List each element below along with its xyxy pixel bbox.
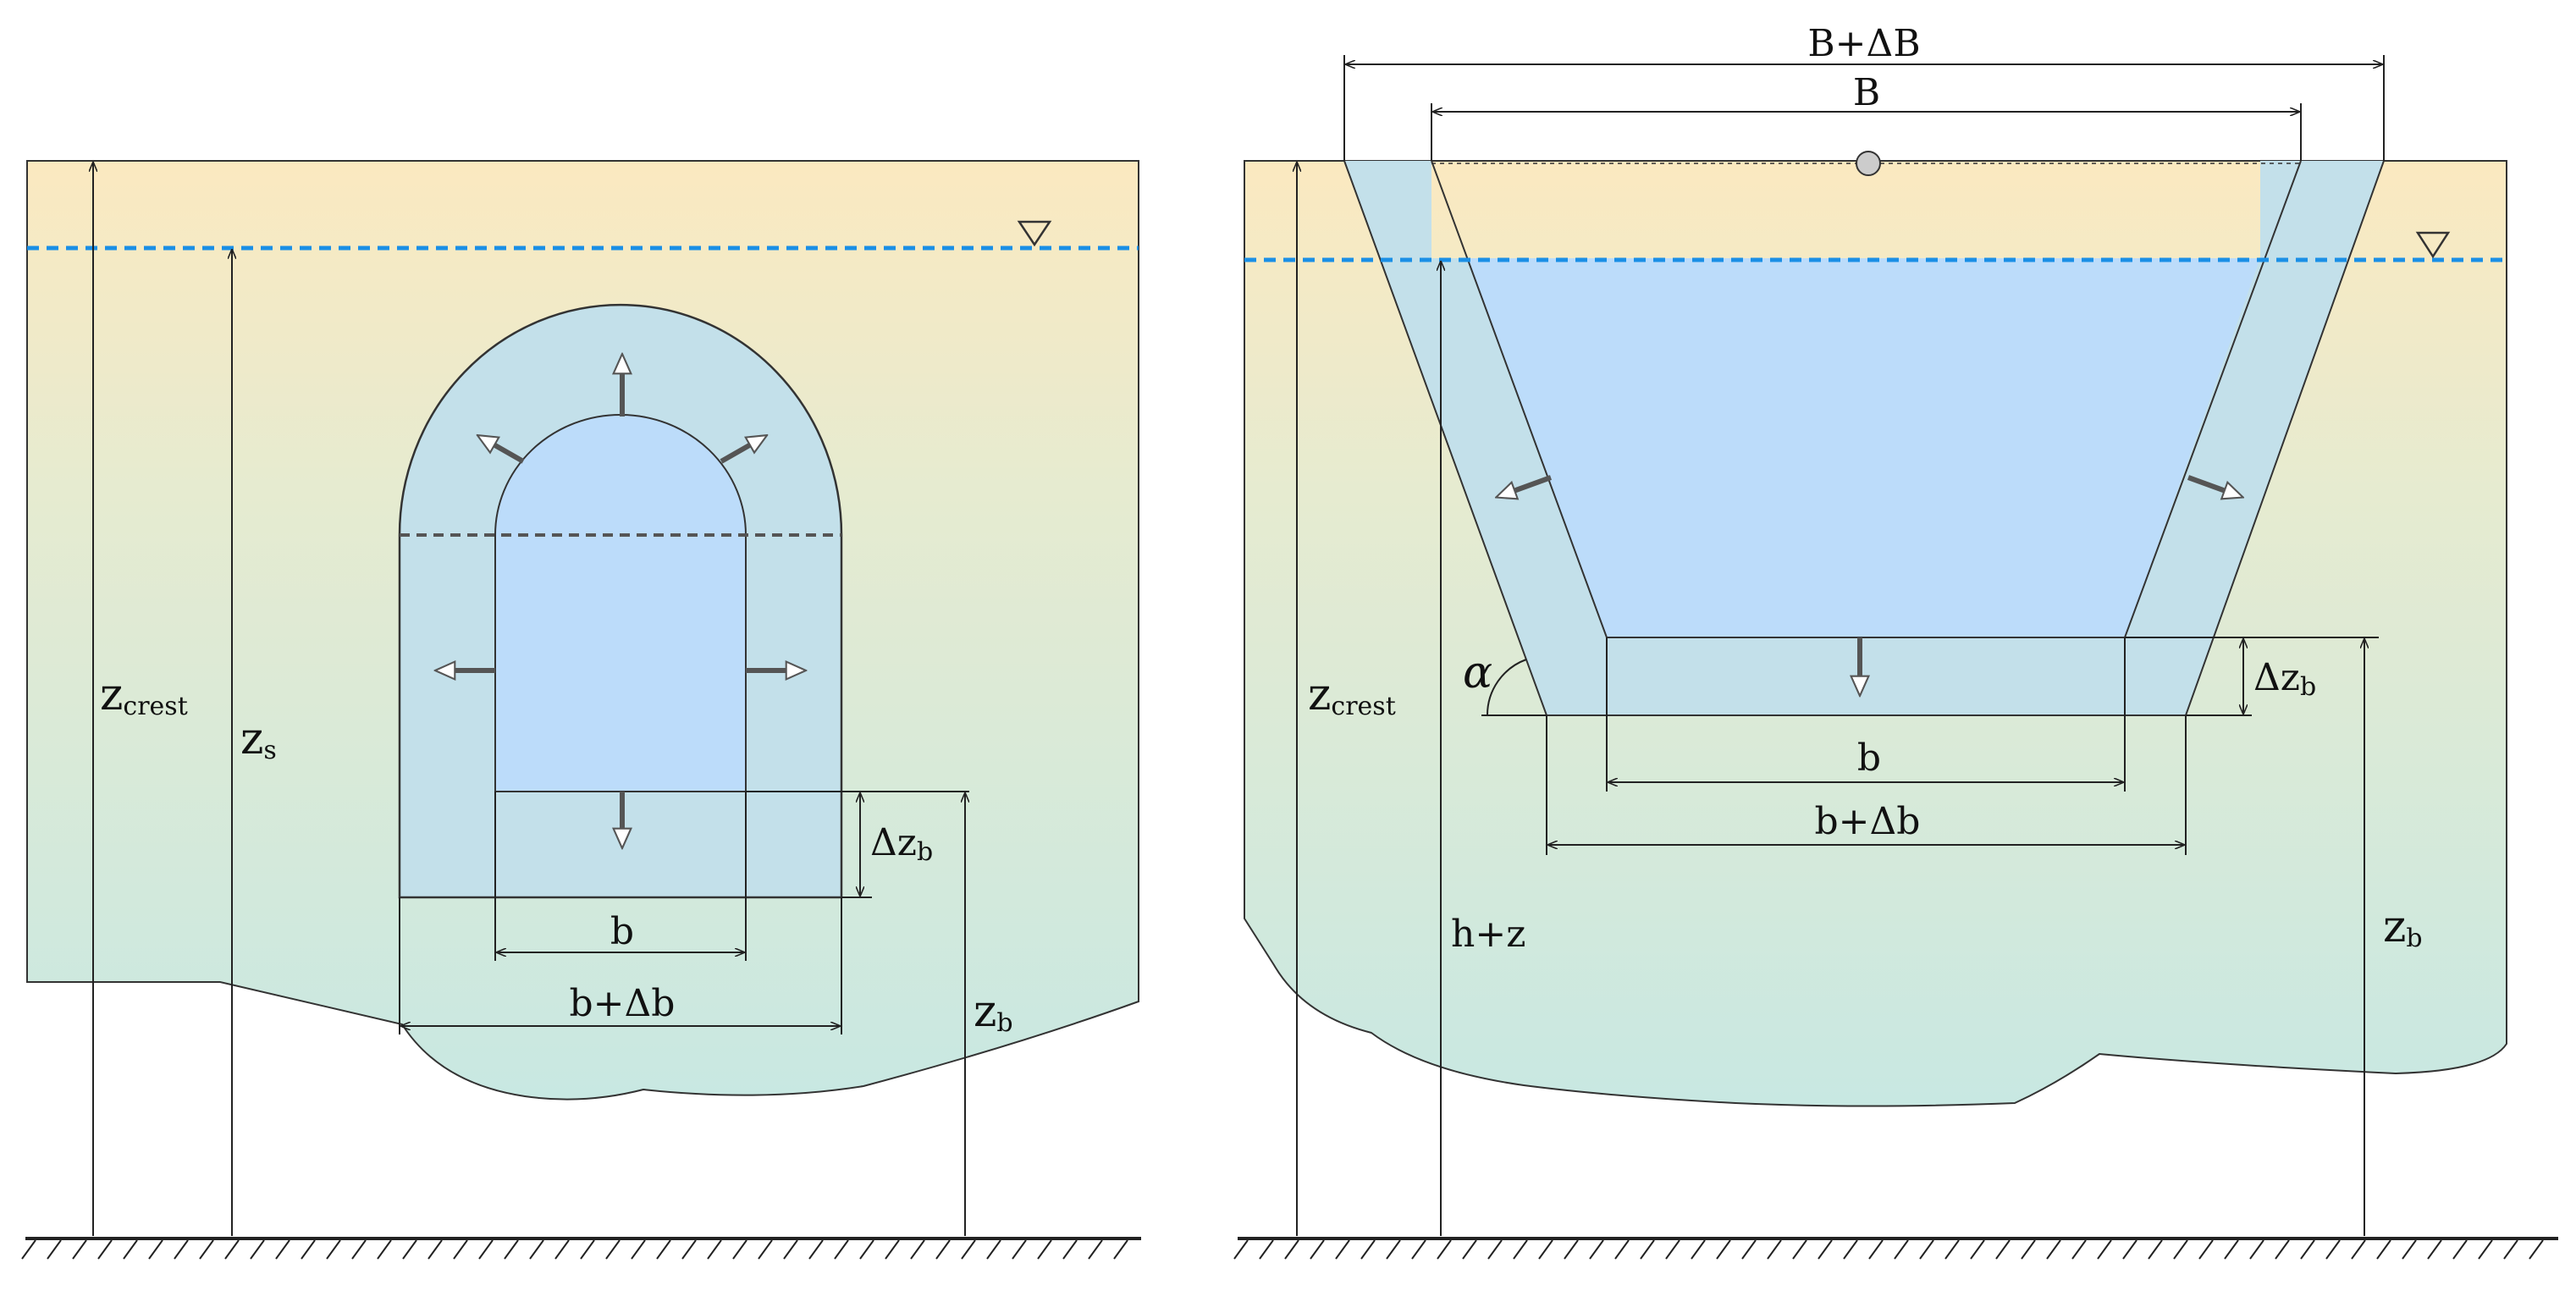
right-water-sides bbox=[1431, 160, 2302, 638]
left-zcrest-label: z bbox=[100, 670, 123, 720]
left-water-opening bbox=[494, 414, 747, 792]
left-erosion-arrows bbox=[454, 372, 787, 830]
svg-text:zb: zb bbox=[974, 986, 1013, 1038]
arrow-left-down-icon bbox=[1514, 475, 1553, 491]
right-water-body bbox=[1467, 258, 2260, 637]
svg-text:zb: zb bbox=[2383, 902, 2423, 953]
pivot-marker-icon bbox=[1856, 151, 1881, 176]
right-breach-zone-outline bbox=[1343, 160, 2385, 716]
right-dzb-label: Δz bbox=[2253, 656, 2300, 699]
right-BdB-label: B+ΔB bbox=[1807, 22, 1920, 65]
alpha-arc bbox=[1486, 659, 1527, 716]
svg-text:zcrest: zcrest bbox=[1308, 670, 1396, 721]
svg-text:zs: zs bbox=[240, 714, 277, 765]
left-b-label: b bbox=[610, 910, 634, 953]
right-alpha-label: α bbox=[1463, 648, 1492, 698]
water-level-marker-icon bbox=[1017, 220, 1052, 247]
left-zs-label: z bbox=[240, 714, 263, 764]
right-zcrest-label: z bbox=[1308, 670, 1331, 720]
left-dzb-label: Δz bbox=[870, 821, 917, 864]
left-zb-label: z bbox=[974, 986, 996, 1037]
svg-text:zcrest: zcrest bbox=[100, 670, 188, 721]
arrow-upright-icon bbox=[720, 444, 751, 464]
svg-text:Δzb: Δzb bbox=[870, 821, 933, 867]
left-panel: zcrest zs Δzb zb b b+Δb bbox=[21, 160, 1141, 1260]
right-zb-label: z bbox=[2383, 902, 2406, 952]
svg-text:Δzb: Δzb bbox=[2253, 656, 2316, 702]
right-b-label: b bbox=[1857, 737, 1881, 780]
right-hz-label: h+z bbox=[1451, 913, 1525, 956]
arrow-upleft-icon bbox=[494, 444, 525, 464]
water-level-marker-icon bbox=[2415, 231, 2451, 259]
right-B-label: B bbox=[1853, 71, 1880, 114]
arrow-right-down-icon bbox=[2187, 475, 2226, 491]
left-ground-hatch-icon bbox=[21, 1239, 1128, 1260]
right-panel: B+ΔB B α zcrest h+z Δzb zb b b+Δb bbox=[1233, 22, 2558, 1260]
right-erosion-arrows bbox=[1514, 475, 2226, 677]
right-b-db-label: b+Δb bbox=[1815, 800, 1921, 843]
right-ground-hatch-icon bbox=[1233, 1239, 2544, 1260]
left-b-db-label: b+Δb bbox=[570, 982, 676, 1025]
